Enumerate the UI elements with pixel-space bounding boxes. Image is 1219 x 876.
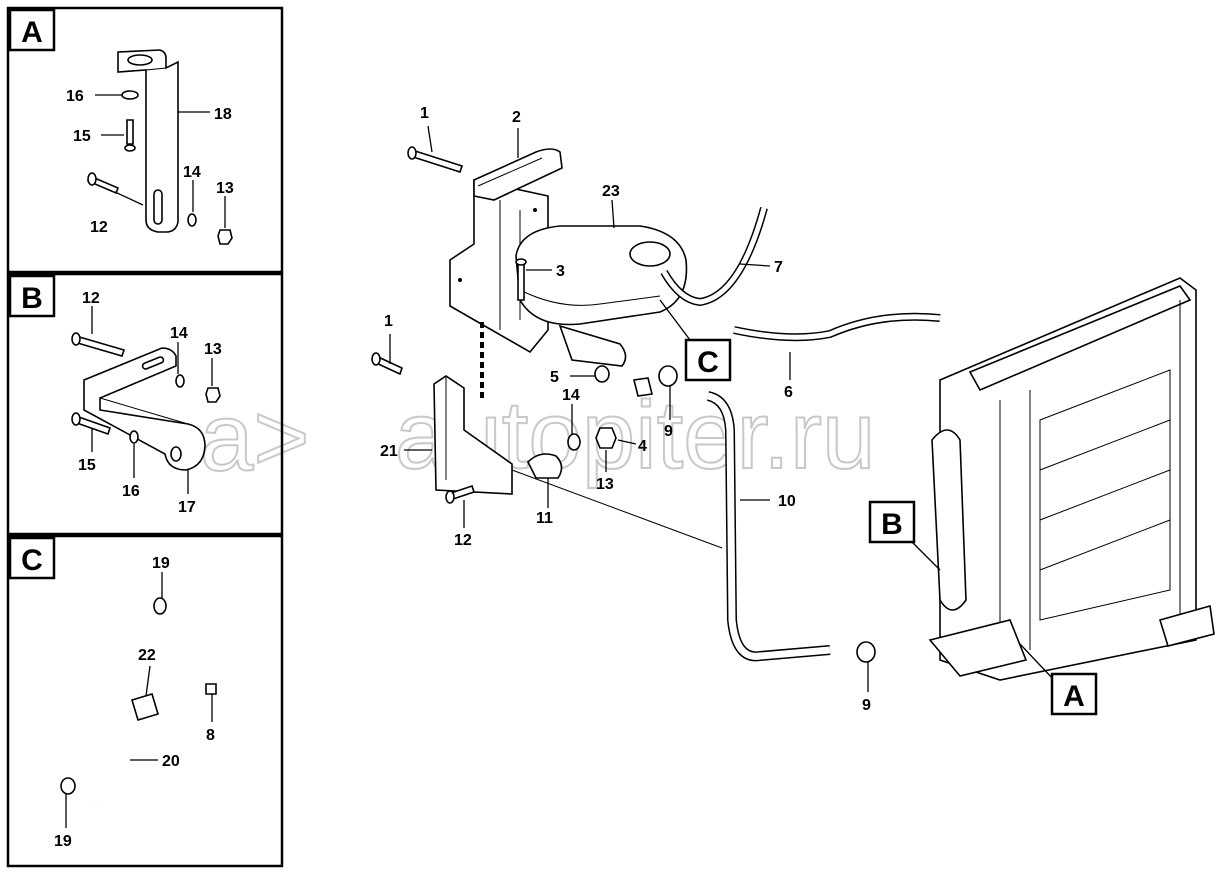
callout-main-1-top: 1	[420, 105, 429, 122]
callout-a-15: 15	[73, 128, 91, 145]
callout-a-14: 14	[183, 164, 201, 181]
panel-b-label-box	[8, 274, 56, 318]
tank-cap	[629, 241, 671, 267]
callout-main-14: 14	[562, 387, 580, 404]
panel-a-drawing	[86, 49, 233, 245]
bolt-15	[126, 119, 134, 145]
mounting-plate	[449, 179, 549, 354]
callout-main-2: 2	[512, 109, 521, 126]
nut-4	[595, 427, 617, 449]
spacer	[633, 377, 653, 397]
callout-c-19-bottom: 19	[54, 833, 72, 850]
nut-13	[217, 229, 233, 245]
washer-14	[187, 213, 197, 227]
bracket-slot-lower	[153, 189, 163, 225]
bolt-12b	[72, 335, 126, 357]
callout-a-13: 13	[216, 180, 234, 197]
guard-2	[473, 148, 563, 201]
panel-c-callouts: 19 22 8 20 19	[54, 555, 215, 850]
plug-8	[205, 683, 217, 695]
connector-22	[131, 693, 159, 721]
panel-b-drawing	[71, 332, 221, 471]
bracket-17-hole	[170, 446, 182, 462]
bolt-1-top	[408, 148, 464, 174]
panel-a-frame	[6, 6, 284, 274]
callout-main-21: 21	[380, 443, 398, 460]
panel-b-label: B	[21, 282, 43, 315]
view-ref-a-box	[1050, 672, 1098, 716]
clamp-9-bottom	[856, 641, 876, 663]
detail-panels: A B C	[6, 6, 284, 868]
callout-main-6: 6	[784, 384, 793, 401]
fan-shroud	[931, 429, 967, 611]
washer-14b	[175, 374, 185, 388]
bracket-17	[83, 347, 206, 471]
washer-16	[121, 90, 139, 100]
callout-main-12: 12	[454, 532, 472, 549]
callout-a-18: 18	[214, 106, 232, 123]
clamp-9-top	[658, 365, 678, 387]
callout-a-12: 12	[90, 219, 108, 236]
clamp-19-bottom	[60, 777, 76, 795]
panel-c-label: C	[21, 544, 43, 577]
callout-b-17: 17	[178, 499, 196, 516]
view-ref-c: C	[697, 346, 719, 379]
panel-a-label-box	[8, 8, 56, 52]
callout-main-1-lower: 1	[384, 313, 393, 330]
callout-main-4: 4	[638, 438, 647, 455]
callout-b-13: 13	[204, 341, 222, 358]
panel-b-callouts: 12 14 13 15 16 17	[78, 290, 222, 516]
clamp-11	[527, 453, 563, 479]
panel-a-callouts: 16 15 18 14 13 12	[66, 88, 234, 236]
view-ref-c-box	[684, 338, 732, 382]
callout-b-16: 16	[122, 483, 140, 500]
callout-c-19-top: 19	[152, 555, 170, 572]
callout-a-16: 16	[66, 88, 84, 105]
panel-c-drawing	[60, 597, 217, 809]
bracket-slot-top	[127, 54, 153, 66]
panel-c-frame	[6, 534, 284, 868]
callout-main-23: 23	[602, 183, 620, 200]
callout-c-8: 8	[206, 727, 215, 744]
main-assembly	[371, 146, 1215, 681]
watermark-logo-symbol: a>	[200, 384, 309, 491]
expansion-tank-23	[515, 225, 688, 326]
bolt-3	[517, 261, 525, 301]
nut-13b	[205, 387, 221, 403]
view-refs: C B A	[659, 299, 1098, 716]
clamp-19-top	[153, 597, 167, 615]
callout-b-15: 15	[78, 457, 96, 474]
callout-main-9-bottom: 9	[862, 697, 871, 714]
callout-main-7: 7	[774, 259, 783, 276]
callout-b-14: 14	[170, 325, 188, 342]
tank-outlet	[558, 324, 627, 367]
callout-c-20: 20	[162, 753, 180, 770]
main-callouts: 1 2 23 3 7 1 5 14 4 9 6 21 13 12 11 10 9	[380, 105, 871, 714]
callout-main-5: 5	[550, 369, 559, 386]
callout-main-13: 13	[596, 476, 614, 493]
callout-main-11: 11	[536, 510, 553, 527]
washer-14-main	[567, 433, 581, 451]
bracket-18	[117, 49, 179, 233]
callout-main-10: 10	[778, 493, 796, 510]
panel-a-label: A	[21, 16, 43, 49]
view-ref-b: B	[881, 508, 903, 541]
panel-c-label-box	[8, 536, 56, 580]
washer-16b	[129, 430, 139, 444]
washer-5	[594, 365, 610, 383]
callout-main-3: 3	[556, 263, 565, 280]
callout-b-12: 12	[82, 290, 100, 307]
panel-b-frame	[6, 272, 284, 536]
callout-main-9-top: 9	[664, 423, 673, 440]
callout-c-22: 22	[138, 647, 156, 664]
radiator-foot	[928, 619, 1028, 677]
view-ref-b-box	[868, 500, 916, 544]
view-ref-a: A	[1063, 680, 1085, 713]
